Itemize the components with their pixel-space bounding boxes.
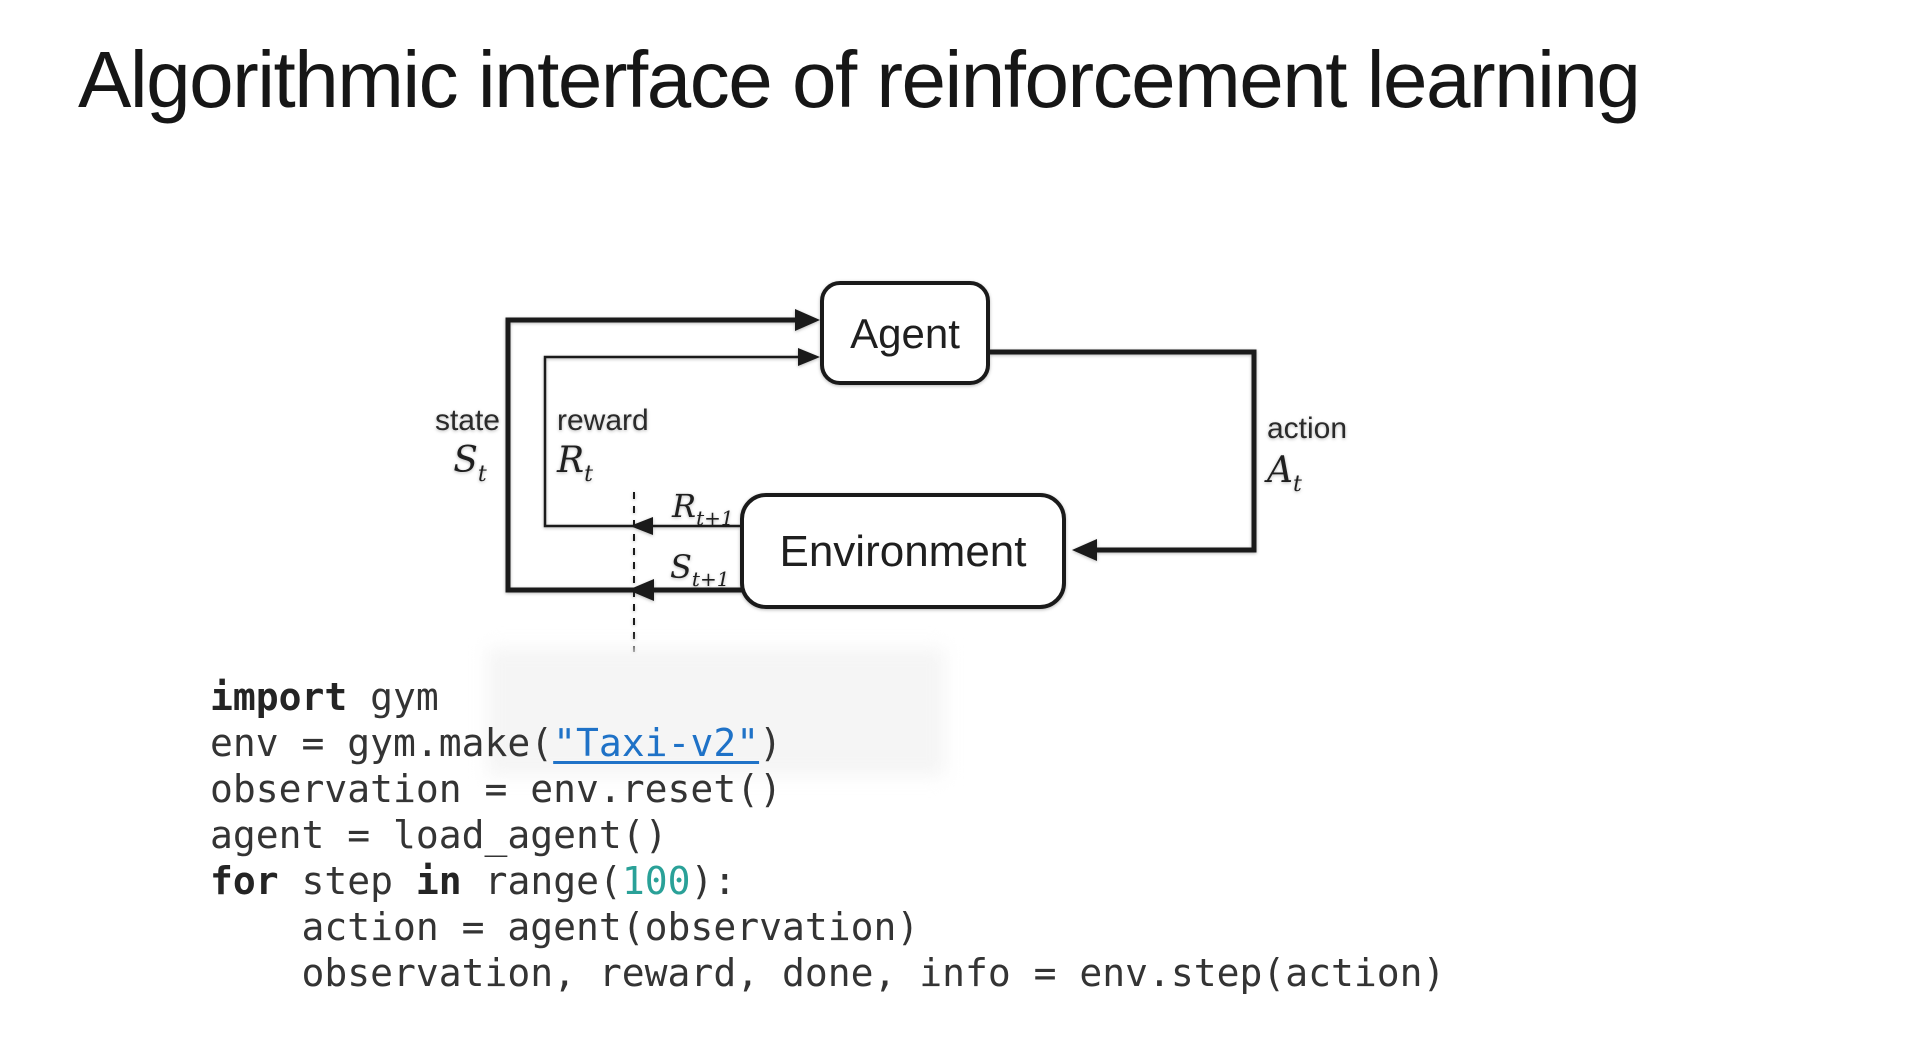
state-label: state xyxy=(435,404,500,437)
code-text: observation, reward, done, info = env.st… xyxy=(210,951,1446,995)
reward-arrowhead-icon xyxy=(798,348,820,366)
code-line: action = agent(observation) xyxy=(210,904,1445,950)
reward-symbol: Rt xyxy=(556,440,593,487)
environment-box xyxy=(740,493,1066,609)
code-line: env = gym.make("Taxi-v2") xyxy=(210,720,1445,766)
state-next-arrowhead-icon xyxy=(628,579,654,601)
code-keyword: for xyxy=(210,859,279,903)
reward-next-arrowhead-icon xyxy=(630,517,653,535)
code-text: gym xyxy=(347,675,439,719)
taxi-v2-link[interactable]: "Taxi-v2" xyxy=(553,721,760,765)
code-text: ): xyxy=(690,859,737,903)
code-keyword: import xyxy=(210,675,348,719)
code-text: env = gym.make( xyxy=(210,721,554,765)
code-text: action = agent(observation) xyxy=(210,905,920,949)
reward-label: reward xyxy=(557,404,649,437)
state-flow-line xyxy=(505,317,814,593)
code-backdrop xyxy=(487,648,945,776)
code-text: range( xyxy=(461,859,622,903)
state-arrowhead-icon xyxy=(795,309,820,331)
agent-box xyxy=(820,281,990,385)
environment-box-label: Environment xyxy=(779,527,1026,576)
code-line: agent = load_agent() xyxy=(210,812,1445,858)
action-flow-line xyxy=(988,349,1257,553)
code-line: for step in range(100): xyxy=(210,858,1445,904)
agent-box-label: Agent xyxy=(850,310,960,357)
rl-loop-diagram: Agent Environment state St reward Rt Rt+… xyxy=(435,281,1347,652)
code-text: agent = load_agent() xyxy=(210,813,668,857)
code-line: observation, reward, done, info = env.st… xyxy=(210,950,1446,996)
code-line: import gym xyxy=(210,674,1445,720)
reward-next-symbol: Rt+1 xyxy=(671,487,734,530)
code-text: ) xyxy=(759,721,782,765)
action-label: action xyxy=(1267,412,1347,445)
state-next-symbol: St+1 xyxy=(670,548,729,591)
code-text: observation = env.reset() xyxy=(210,767,782,811)
state-symbol: St xyxy=(453,440,487,487)
action-arrowhead-icon xyxy=(1072,539,1097,561)
code-number: 100 xyxy=(621,859,691,903)
code-text: step xyxy=(278,859,416,903)
action-symbol: At xyxy=(1264,450,1302,497)
page-title: Algorithmic interface of reinforcement l… xyxy=(78,35,1641,124)
code-keyword: in xyxy=(415,859,462,903)
code-line: observation = env.reset() xyxy=(210,766,1445,812)
